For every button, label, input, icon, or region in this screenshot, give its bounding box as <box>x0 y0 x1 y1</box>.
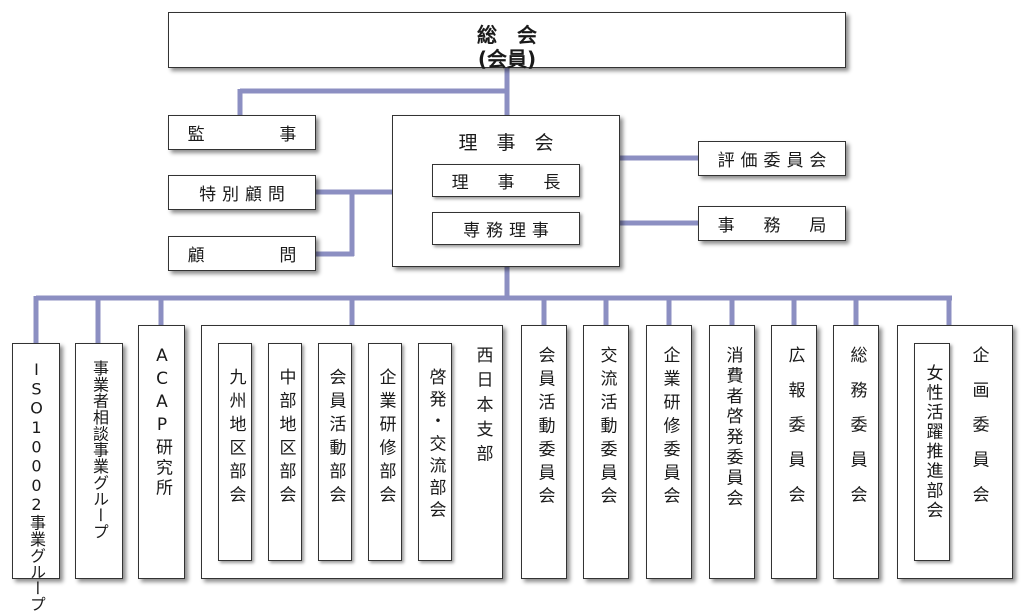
general-meeting-subtitle: (会員) <box>477 47 537 71</box>
committee-label: 総務委員会 <box>846 346 867 521</box>
west-japan-sub-kyushu: 九州地区部会 <box>218 343 252 561</box>
committee-label: 会員活動委員会 <box>534 346 555 511</box>
committee-member-activity: 会員活動委員会 <box>521 325 567 579</box>
planning-committee-label: 企画委員会 <box>968 346 989 521</box>
committee-label: 消費者啓発委員会 <box>722 346 743 510</box>
iso-group-label: ISO10002事業グループ <box>27 360 46 612</box>
chairman-label: 理 事 長 <box>451 173 567 193</box>
secretariat-label: 事 務 局 <box>717 216 833 236</box>
committee-exchange-activity: 交流活動委員会 <box>583 325 629 579</box>
west-japan-sub-awareness-exchange: 啓発・交流部会 <box>418 343 452 561</box>
acap-institute-label: ACAP研究所 <box>152 346 172 499</box>
consultation-group-label: 事業者相談事業グループ <box>90 360 109 540</box>
iso-group-box: ISO10002事業グループ <box>12 343 60 612</box>
west-japan-sub-label: 九州地区部会 <box>225 368 246 509</box>
committee-label: 広報委員会 <box>784 346 805 521</box>
west-japan-sub-label: 啓発・交流部会 <box>425 368 446 523</box>
west-japan-sub-corporate-training: 企業研修部会 <box>368 343 402 561</box>
special-advisor-box: 特別顧問 <box>168 175 316 210</box>
advisor-label: 顧 問 <box>187 246 303 266</box>
committee-label: 企業研修委員会 <box>659 346 680 511</box>
west-japan-sub-label: 企業研修部会 <box>375 368 396 509</box>
executive-director-label: 専務理事 <box>463 221 555 241</box>
executive-director-box: 専務理事 <box>432 212 580 245</box>
auditor-label: 監 事 <box>187 125 303 145</box>
committee-corporate-training: 企業研修委員会 <box>646 325 692 579</box>
west-japan-sub-label: 中部地区部会 <box>275 368 296 509</box>
chairman-box: 理 事 長 <box>432 164 580 197</box>
evaluation-committee-label: 評価委員会 <box>717 151 833 171</box>
advisor-box: 顧 問 <box>168 236 316 271</box>
women-advancement-sub-box: 女性活躍推進部会 <box>914 343 950 561</box>
committee-general-affairs: 総務委員会 <box>833 325 879 579</box>
general-meeting-title: 総 会 <box>477 23 537 47</box>
consultation-group-box: 事業者相談事業グループ <box>75 343 123 579</box>
women-advancement-sub-label: 女性活躍推進部会 <box>922 364 943 521</box>
evaluation-committee-box: 評価委員会 <box>698 141 846 176</box>
acap-institute-box: ACAP研究所 <box>138 325 185 579</box>
secretariat-box: 事 務 局 <box>698 206 846 241</box>
auditor-box: 監 事 <box>168 115 316 150</box>
west-japan-sub-chubu: 中部地区部会 <box>268 343 302 561</box>
committee-label: 交流活動委員会 <box>596 346 617 511</box>
board-title: 理 事 会 <box>458 132 554 154</box>
west-japan-branch-label: 西日本支部 <box>472 346 493 470</box>
special-advisor-label: 特別顧問 <box>199 185 291 205</box>
committee-consumer-awareness: 消費者啓発委員会 <box>709 325 755 579</box>
west-japan-sub-member-activity: 会員活動部会 <box>318 343 352 561</box>
west-japan-sub-label: 会員活動部会 <box>325 368 346 509</box>
general-meeting-box: 総 会 (会員) <box>168 12 846 71</box>
committee-public-relations: 広報委員会 <box>771 325 817 579</box>
